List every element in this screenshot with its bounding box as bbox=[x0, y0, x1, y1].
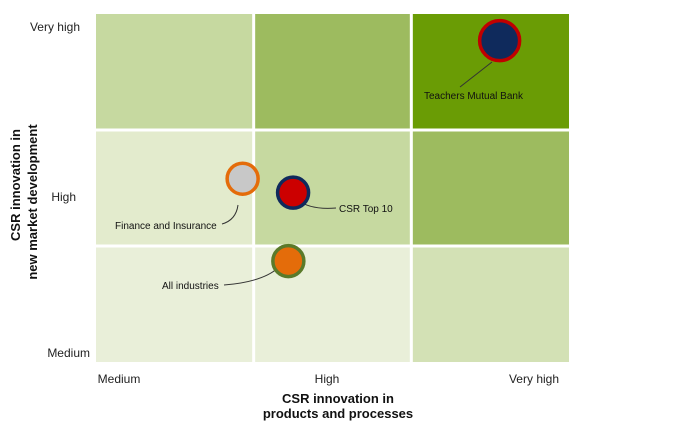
bubble-teachers-mutual-bank bbox=[477, 18, 522, 63]
x-axis-title-line-2: products and processes bbox=[263, 406, 413, 421]
annotation-csr-top-10: CSR Top 10 bbox=[339, 204, 393, 215]
x-tick-label-very-high: Very high bbox=[509, 372, 559, 386]
cell-very-high-high bbox=[253, 14, 412, 130]
cell-medium-medium bbox=[96, 246, 254, 362]
y-axis-title-line-2: new market development bbox=[25, 124, 40, 280]
y-tick-label-medium: Medium bbox=[47, 346, 90, 360]
annotation-all-industries: All industries bbox=[162, 281, 219, 292]
leader-finance-and-insurance bbox=[221, 204, 239, 225]
y-axis-title-line-1: CSR innovation in bbox=[8, 129, 23, 241]
x-tick-label-medium: Medium bbox=[98, 372, 141, 386]
cell-very-high-medium bbox=[96, 14, 254, 130]
bubbles bbox=[225, 18, 522, 279]
annotation-teachers-mutual-bank: Teachers Mutual Bank bbox=[424, 91, 524, 102]
bubble-all-industries bbox=[271, 243, 306, 279]
x-axis-title-line-1: CSR innovation in bbox=[282, 391, 394, 406]
y-tick-label-high: High bbox=[51, 190, 76, 204]
y-tick-label-very-high: Very high bbox=[30, 20, 80, 34]
matrix-cells bbox=[96, 14, 569, 362]
cell-high-very-high bbox=[411, 130, 569, 246]
annotation-finance-and-insurance: Finance and Insurance bbox=[115, 221, 217, 232]
cell-high-medium bbox=[96, 130, 254, 246]
x-tick-label-high: High bbox=[315, 372, 340, 386]
leader-teachers-mutual-bank bbox=[459, 61, 493, 88]
bubble-csr-top-10 bbox=[275, 175, 311, 210]
bubble-finance-and-insurance bbox=[225, 161, 260, 196]
cell-medium-very-high bbox=[411, 246, 569, 362]
